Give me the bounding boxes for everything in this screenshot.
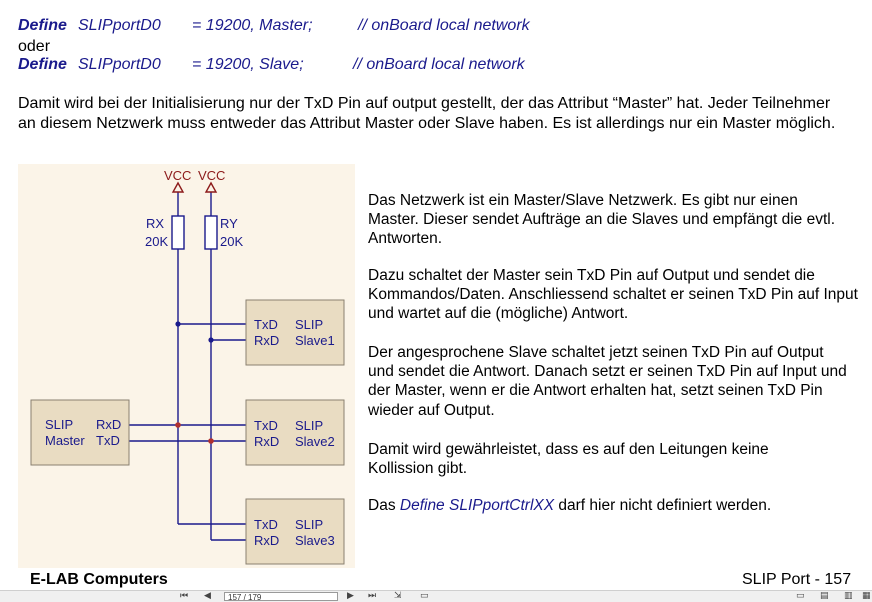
junction-dot <box>208 438 214 444</box>
slave-txd-label: TxD <box>254 517 278 532</box>
define-line-master: Define <box>18 17 67 35</box>
resistor-ry <box>204 215 218 250</box>
page-number-field[interactable]: 157 / 179 <box>224 592 338 602</box>
prev-page-icon[interactable]: ◀ <box>204 591 211 601</box>
first-page-icon[interactable]: ⏮ <box>180 591 189 601</box>
footer-page-label: SLIP Port - 157 <box>742 571 852 588</box>
slave-name-label: Slave2 <box>295 434 335 449</box>
define-name: SLIPportD0 <box>78 56 161 73</box>
facing-view-icon[interactable]: ▦ <box>862 591 871 601</box>
define-value: = 19200, Master; <box>192 17 313 34</box>
master-name-label: Master <box>45 433 85 448</box>
define-line-slave: Define <box>18 56 67 74</box>
define-value: = 19200, Slave; <box>192 56 304 73</box>
resistor-ry-value: 20K <box>220 234 243 249</box>
slave-txd-label: TxD <box>254 317 278 332</box>
single-page-view-icon[interactable]: ▭ <box>796 591 805 601</box>
viewer-toolbar: ⏮ ◀ 157 / 179 ▶ ⏭ ⇲ ▭ ▭ ▤ ▥ ▦ <box>0 590 872 602</box>
continuous-view-icon[interactable]: ▤ <box>820 591 829 601</box>
or-text: oder <box>18 38 51 55</box>
master-slip-label: SLIP <box>45 417 73 432</box>
next-page-icon[interactable]: ▶ <box>347 591 354 601</box>
master-rxd-label: RxD <box>96 417 121 432</box>
resistor-rx-value: 20K <box>145 234 168 249</box>
resistor-rx <box>171 215 185 250</box>
slave-rxd-label: RxD <box>254 333 279 348</box>
slave-slip-label: SLIP <box>295 418 323 433</box>
resistor-rx-label: RX <box>146 216 164 231</box>
junction-dot <box>208 337 214 343</box>
master-txd-label: TxD <box>96 433 120 448</box>
slave-name-label: Slave1 <box>295 333 335 348</box>
slave-slip-label: SLIP <box>295 517 323 532</box>
vcc-arrow-icon <box>171 181 185 193</box>
paragraph-network: Das Netzwerk ist ein Master/Slave Netzwe… <box>368 192 835 248</box>
fit-page-icon[interactable]: ⇲ <box>394 591 402 601</box>
slave2-box <box>245 399 345 466</box>
network-diagram: VCC VCC RX 20K RY 20K SLIP RxD Master Tx… <box>18 164 355 568</box>
note-text-after: darf hier nicht definiert werden. <box>554 497 772 514</box>
vcc-label: VCC <box>164 168 191 183</box>
footer-company: E-LAB Computers <box>30 571 168 588</box>
define-keyword: Define <box>18 56 67 73</box>
slave-txd-label: TxD <box>254 418 278 433</box>
slave-slip-label: SLIP <box>295 317 323 332</box>
master-box <box>30 399 130 466</box>
last-page-icon[interactable]: ⏭ <box>368 591 377 601</box>
slave3-box <box>245 498 345 565</box>
paragraph-define-note: Das Define SLIPportCtrlXX darf hier nich… <box>368 496 848 515</box>
slave-rxd-label: RxD <box>254 533 279 548</box>
slave-rxd-label: RxD <box>254 434 279 449</box>
vcc-arrow-icon <box>204 181 218 193</box>
define-comment: // onBoard local network <box>353 56 525 73</box>
paragraph-slave: Der angesprochene Slave schaltet jetzt s… <box>368 344 847 419</box>
define-comment: // onBoard local network <box>358 17 530 34</box>
junction-dot <box>175 422 181 428</box>
define-name: SLIPportD0 <box>78 17 161 34</box>
slave-name-label: Slave3 <box>295 533 335 548</box>
define-keyword: Define <box>18 17 67 34</box>
note-define-name: Define SLIPportCtrlXX <box>399 497 555 514</box>
view-mode-icon[interactable]: ▭ <box>420 591 429 601</box>
junction-dot <box>175 321 181 327</box>
paragraph-master: Dazu schaltet der Master sein TxD Pin au… <box>368 267 858 323</box>
vcc-label: VCC <box>198 168 225 183</box>
wires <box>129 192 246 541</box>
slave1-box <box>245 299 345 366</box>
two-page-view-icon[interactable]: ▥ <box>844 591 853 601</box>
paragraph-collision: Damit wird gewährleistet, dass es auf de… <box>368 441 769 478</box>
resistor-ry-label: RY <box>220 216 238 231</box>
intro-paragraph: Damit wird bei der Initialisierung nur d… <box>18 95 836 132</box>
note-text-before: Das <box>368 497 400 514</box>
